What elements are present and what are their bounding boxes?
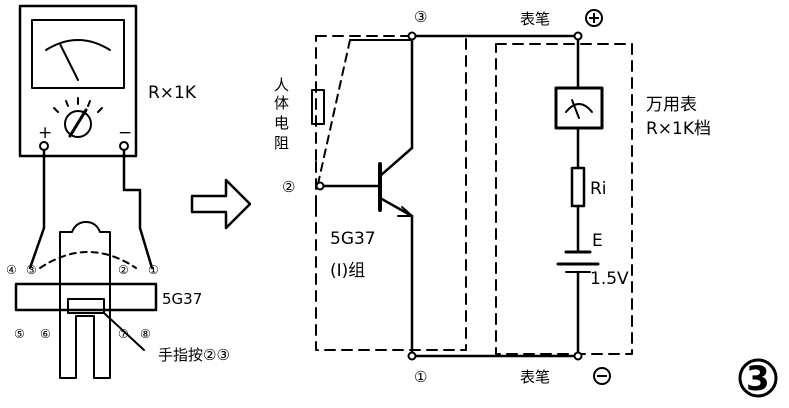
body-resistance-char-3: 电 — [274, 114, 289, 132]
chip-part-label: 5G37 — [162, 290, 202, 308]
body-resistance-char-2: 体 — [274, 94, 289, 112]
battery-symbol — [556, 250, 600, 273]
test-lead-wires — [28, 148, 154, 270]
node-2-label: ② — [282, 178, 295, 196]
meter-range-label: R×1K — [148, 83, 197, 103]
body-resistance-char-4: 阻 — [274, 134, 289, 152]
chip-pin-2: ② — [118, 263, 129, 277]
probe-minus-label: 表笔 — [520, 368, 550, 386]
chip-pin-8: ⑧ — [140, 327, 151, 341]
chip-pin-7: ⑦ — [118, 327, 129, 341]
probe-plus-label: 表笔 — [520, 10, 550, 28]
internal-resistor — [570, 166, 586, 208]
transistor-part-label: 5G37 — [330, 229, 376, 249]
probe-minus-icon — [593, 367, 611, 385]
transistor-symbol — [320, 146, 414, 218]
node-1-label: ① — [414, 368, 427, 386]
circuit-nodes — [315, 31, 583, 361]
chip-pin-1: ① — [148, 263, 159, 277]
main-circuit-wires — [410, 34, 580, 358]
internal-resistor-label: Ri — [590, 179, 607, 199]
meter-name-label: 万用表 — [646, 95, 697, 115]
transistor-group-label: (Ⅰ)组 — [330, 261, 365, 281]
figure-number: 3 — [746, 359, 770, 399]
body-resistor — [311, 39, 413, 185]
transistor-group-box — [315, 35, 467, 351]
chip-pin-5: ⑤ — [14, 327, 25, 341]
probe-plus-icon — [585, 9, 603, 27]
chip-pin-6: ⑥ — [40, 327, 51, 341]
arrow-icon — [190, 178, 252, 230]
chip-pin-3: ③ — [26, 263, 37, 277]
chip-body — [14, 221, 158, 379]
meter-range-setting: R×1K档 — [646, 119, 711, 139]
multimeter-body — [18, 4, 138, 158]
multimeter-box — [495, 43, 633, 355]
body-resistance-char-1: 人 — [274, 76, 289, 94]
meter-minus-label: − — [118, 123, 132, 143]
figure-number-circle — [738, 358, 778, 398]
battery-voltage-label: 1.5V — [590, 269, 629, 289]
node-3-label: ③ — [414, 8, 427, 26]
meter-plus-label: + — [38, 123, 52, 143]
meter-symbol — [554, 86, 604, 130]
finger-note: 手指按②③ — [158, 346, 230, 364]
chip-pin-4: ④ — [6, 263, 17, 277]
battery-label: E — [592, 231, 603, 251]
